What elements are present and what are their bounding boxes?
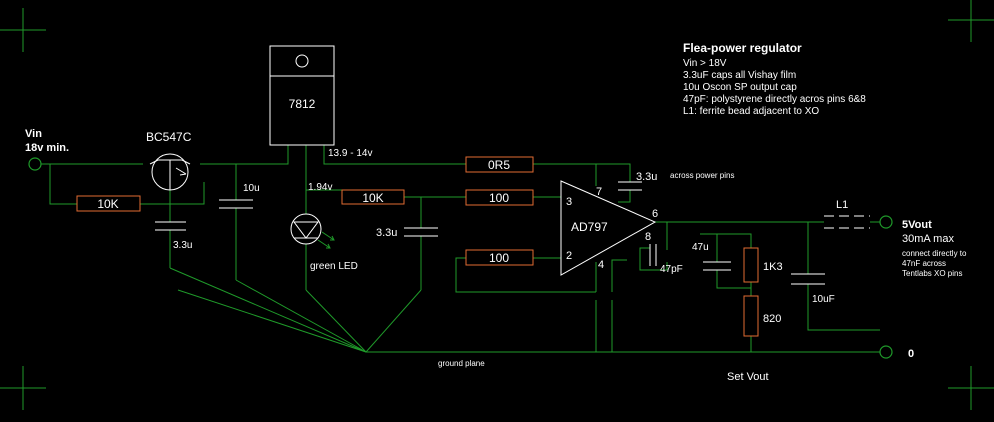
led-voltage-label: 1.94v	[308, 182, 332, 193]
capacitor-10uf-out	[791, 273, 825, 285]
ground-terminal	[879, 345, 893, 359]
input-sublabel: 18v min.	[25, 142, 69, 154]
note-1: Vin > 18V	[683, 58, 727, 69]
resistor-10k-led-label: 10K	[362, 191, 383, 205]
resistor-100-minus-label: 100	[489, 251, 509, 265]
input-label: Vin	[25, 128, 42, 140]
transistor-symbol	[149, 153, 191, 191]
resistor-0r5	[465, 156, 534, 173]
capacitor-3u3-power	[618, 181, 642, 191]
note-4: 47pF: polystyrene directly acros pins 6&…	[683, 94, 866, 105]
opamp-ad797	[560, 180, 657, 276]
pin-8-label: 8	[645, 231, 651, 243]
set-vout-label: Set Vout	[727, 371, 769, 383]
regulator-7812	[269, 45, 335, 146]
capacitor-3u3-led-label: 3.3u	[376, 227, 397, 239]
regulator-label: 7812	[289, 97, 316, 111]
regulator-output-voltage-label: 13.9 - 14v	[328, 148, 372, 159]
led-symbol	[290, 213, 335, 249]
across-power-pins-label: across power pins	[670, 171, 734, 180]
capacitor-10u	[219, 199, 253, 209]
input-terminal	[28, 157, 42, 171]
resistor-820	[743, 295, 759, 337]
opamp-label: AD797	[571, 220, 608, 234]
resistor-10k-base-label: 10K	[97, 197, 118, 211]
capacitor-3u3-power-label: 3.3u	[636, 171, 657, 183]
output-note-3: Tentlabs XO pins	[902, 269, 962, 278]
resistor-10k-base	[76, 195, 141, 212]
pin-6-label: 6	[652, 208, 658, 220]
wires	[41, 145, 880, 353]
output-note-2: 47nF across	[902, 259, 946, 268]
pin-3-label: 3	[566, 196, 572, 208]
capacitor-3u3-transistor	[155, 221, 186, 231]
resistor-1k3	[743, 247, 759, 283]
output-note-1: connect directly to	[902, 249, 967, 258]
output-label: 5Vout	[902, 219, 932, 231]
resistor-1k3-label: 1K3	[763, 261, 783, 273]
resistor-100-plus	[465, 189, 534, 206]
capacitor-47u	[703, 261, 731, 271]
capacitor-47pf-label: 47pF	[660, 264, 683, 275]
led-label: green LED	[310, 261, 358, 272]
resistor-10k-led	[341, 189, 405, 205]
registration-marks	[0, 0, 994, 410]
diagram-title: Flea-power regulator	[683, 41, 802, 55]
pin-4-label: 4	[598, 259, 604, 271]
note-5: L1: ferrite bead adjacent to XO	[683, 106, 819, 117]
capacitor-47pf	[649, 244, 657, 266]
ground-terminal-label: 0	[908, 348, 914, 360]
capacitor-3u3-transistor-label: 3.3u	[173, 240, 192, 251]
note-3: 10u Oscon SP output cap	[683, 82, 797, 93]
output-terminal	[879, 215, 893, 229]
resistor-100-minus	[465, 249, 534, 266]
output-current-label: 30mA max	[902, 233, 954, 245]
capacitor-3u3-led	[404, 227, 438, 237]
resistor-100-plus-label: 100	[489, 191, 509, 205]
resistor-820-label: 820	[763, 313, 781, 325]
capacitor-10uf-out-label: 10uF	[812, 294, 835, 305]
capacitor-47u-label: 47u	[692, 242, 709, 253]
pin-2-label: 2	[566, 250, 572, 262]
resistor-0r5-label: 0R5	[488, 158, 510, 172]
capacitor-10u-label: 10u	[243, 183, 260, 194]
note-2: 3.3uF caps all Vishay film	[683, 70, 796, 81]
ground-plane-label: ground plane	[438, 359, 485, 368]
transistor-label: BC547C	[146, 130, 192, 144]
pin-7-label: 7	[596, 186, 602, 198]
inductor-l1	[824, 215, 870, 229]
inductor-label: L1	[836, 199, 848, 211]
